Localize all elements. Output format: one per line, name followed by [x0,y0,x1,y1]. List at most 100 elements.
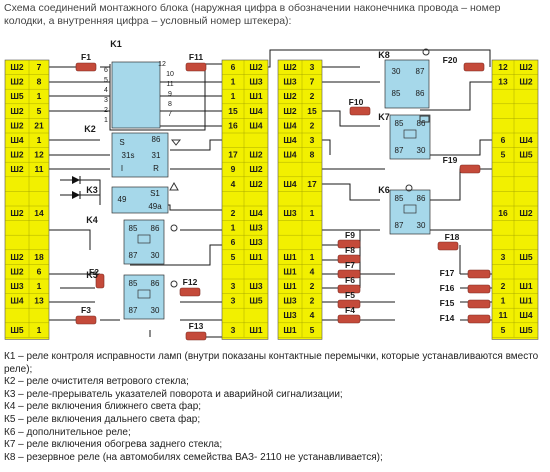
mid-right-connector-pin-label: Ш3 [283,296,297,306]
right-connector-pin-label: 3 [501,252,506,262]
left-connector-pin-label: Ш2 [10,106,24,116]
hazard-icon [169,181,179,191]
mid-left-connector-pin-label: Ш1 [249,252,263,262]
relay-k2-pin: I [121,164,123,173]
relay-k1-label: K1 [110,39,122,49]
relay-k6-box [389,189,431,235]
fuse-f10-label: F10 [349,97,364,107]
right-connector-pin-label: Ш4 [519,310,533,320]
wire-path [109,63,222,131]
left-connector-pin-label: 7 [37,62,42,72]
relay-k8-pin: 86 [416,89,425,98]
left-connector-pin-label: Ш4 [10,296,24,306]
mid-left-connector-pin-label: Ш3 [249,77,263,87]
legend-item-k2: К2 – реле очистителя ветрового стекла; [4,376,189,388]
mid-right-connector-pin-label: 15 [307,106,317,116]
right-connector-pin-label: Ш2 [519,208,533,218]
mid-right-connector-pin-label: Ш4 [283,179,297,189]
fuse-f7-label: F7 [345,260,355,270]
relay-k3-pin: 49a [148,202,162,211]
fuse-f10: F10 [349,97,371,116]
fuse-f1-body [75,62,97,72]
legend-item-k3: К3 – реле-прерыватель указателей поворот… [4,388,343,400]
fuse-f1-label: F1 [81,52,91,62]
left-connector-pin-label: 11 [35,164,44,174]
left-connector-pin-label: 5 [37,106,42,116]
mid-right-connector-pin-label: 5 [310,325,315,335]
fuse-f16: F16 [440,283,491,294]
right-connector-pin-label: 5 [501,150,506,160]
fuse-f16-body [467,284,491,294]
left-connector-pin-label: 14 [34,208,44,218]
wire-path [49,139,222,170]
fuse-f10-body [349,106,371,116]
right-connector-block [491,59,539,340]
fuse-f4-label: F4 [345,305,355,315]
fuse-f2-body [95,273,105,289]
relay-k7-pin: 85 [395,119,404,128]
legend-item-k7: К7 – реле включения обогрева заднего сте… [4,439,223,451]
relay-k2-pin: S [119,138,124,147]
mid-left-connector-block [221,59,269,340]
mid-right-connector-pin-label: Ш4 [283,135,297,145]
fuse-f14-body [467,314,491,324]
mid-left-connector-pin-label: 4 [231,179,236,189]
mid-right-connector-pin-label: 8 [310,150,315,160]
relay-k5-label: K5 [86,270,98,280]
fuse-f4-body [337,314,361,324]
wiper-icon [170,139,182,146]
relay-k1-pin: 1 [104,117,108,124]
right-connector-pin-label: 13 [498,77,508,87]
fuse-f19: F19 [443,155,481,174]
mid-left-connector-pin-label: 2 [231,208,236,218]
diode-2-triangle [72,191,80,199]
fuse-f8-label: F8 [345,245,355,255]
mid-right-connector-pin-label: 2 [310,296,315,306]
relay-k6-pin: 87 [395,221,404,230]
right-connector-pin-label: Ш5 [519,325,533,335]
fuse-f12: F12 [179,277,201,297]
mid-right-connector-pin-label: 2 [310,120,315,130]
fuse-f7: F7 [337,260,361,279]
mid-left-connector-pin-label: Ш4 [249,106,263,116]
mid-right-connector-pin-label: 4 [310,266,315,276]
relay-k4-pin: 87 [129,251,138,260]
left-connector-pin-label: 6 [37,266,42,276]
fuse-f16-label: F16 [440,283,455,293]
wire-path [359,230,395,321]
diode-1 [72,176,81,184]
wire-path [322,110,385,201]
mid-left-connector-pin-label: Ш2 [249,62,263,72]
relay-k5-pin: 86 [151,279,160,288]
fuse-f8: F8 [337,245,361,264]
fuse-f7-body [337,269,361,279]
mid-right-connector-pin-label: Ш3 [283,310,297,320]
fuse-f13-label: F13 [189,321,204,331]
relay-k4-pin: 86 [151,224,160,233]
mid-left-connector-pin-label: 16 [228,120,238,130]
mid-left-connector-pin-label: 1 [231,77,236,87]
fuse-f3-label: F3 [81,305,91,315]
fuse-f17-body [467,269,491,279]
relay-k6-label: K6 [378,185,390,195]
relay-k7-label: K7 [378,112,390,122]
fuse-f20-body [463,62,485,72]
fuse-f1: F1 [75,52,97,72]
fuse-f5-body [337,299,361,309]
relay-k8-pin: 85 [392,89,401,98]
mid-left-connector-pin-label: 3 [231,296,236,306]
right-connector-pin-label: Ш4 [519,135,533,145]
right-connector-pin-label: 6 [501,135,506,145]
right-connector-pin-label: 16 [498,208,508,218]
wire-path [268,49,491,83]
relay-k2-pin: 86 [152,135,161,144]
fuse-f14-label: F14 [440,313,455,323]
left-connector-pin-label: Ш2 [10,266,24,276]
mid-left-connector-pin-label: 1 [231,91,236,101]
heater-icon [422,48,430,56]
mid-left-connector-pin-label: Ш1 [249,91,263,101]
fuse-f19-label: F19 [443,155,458,165]
